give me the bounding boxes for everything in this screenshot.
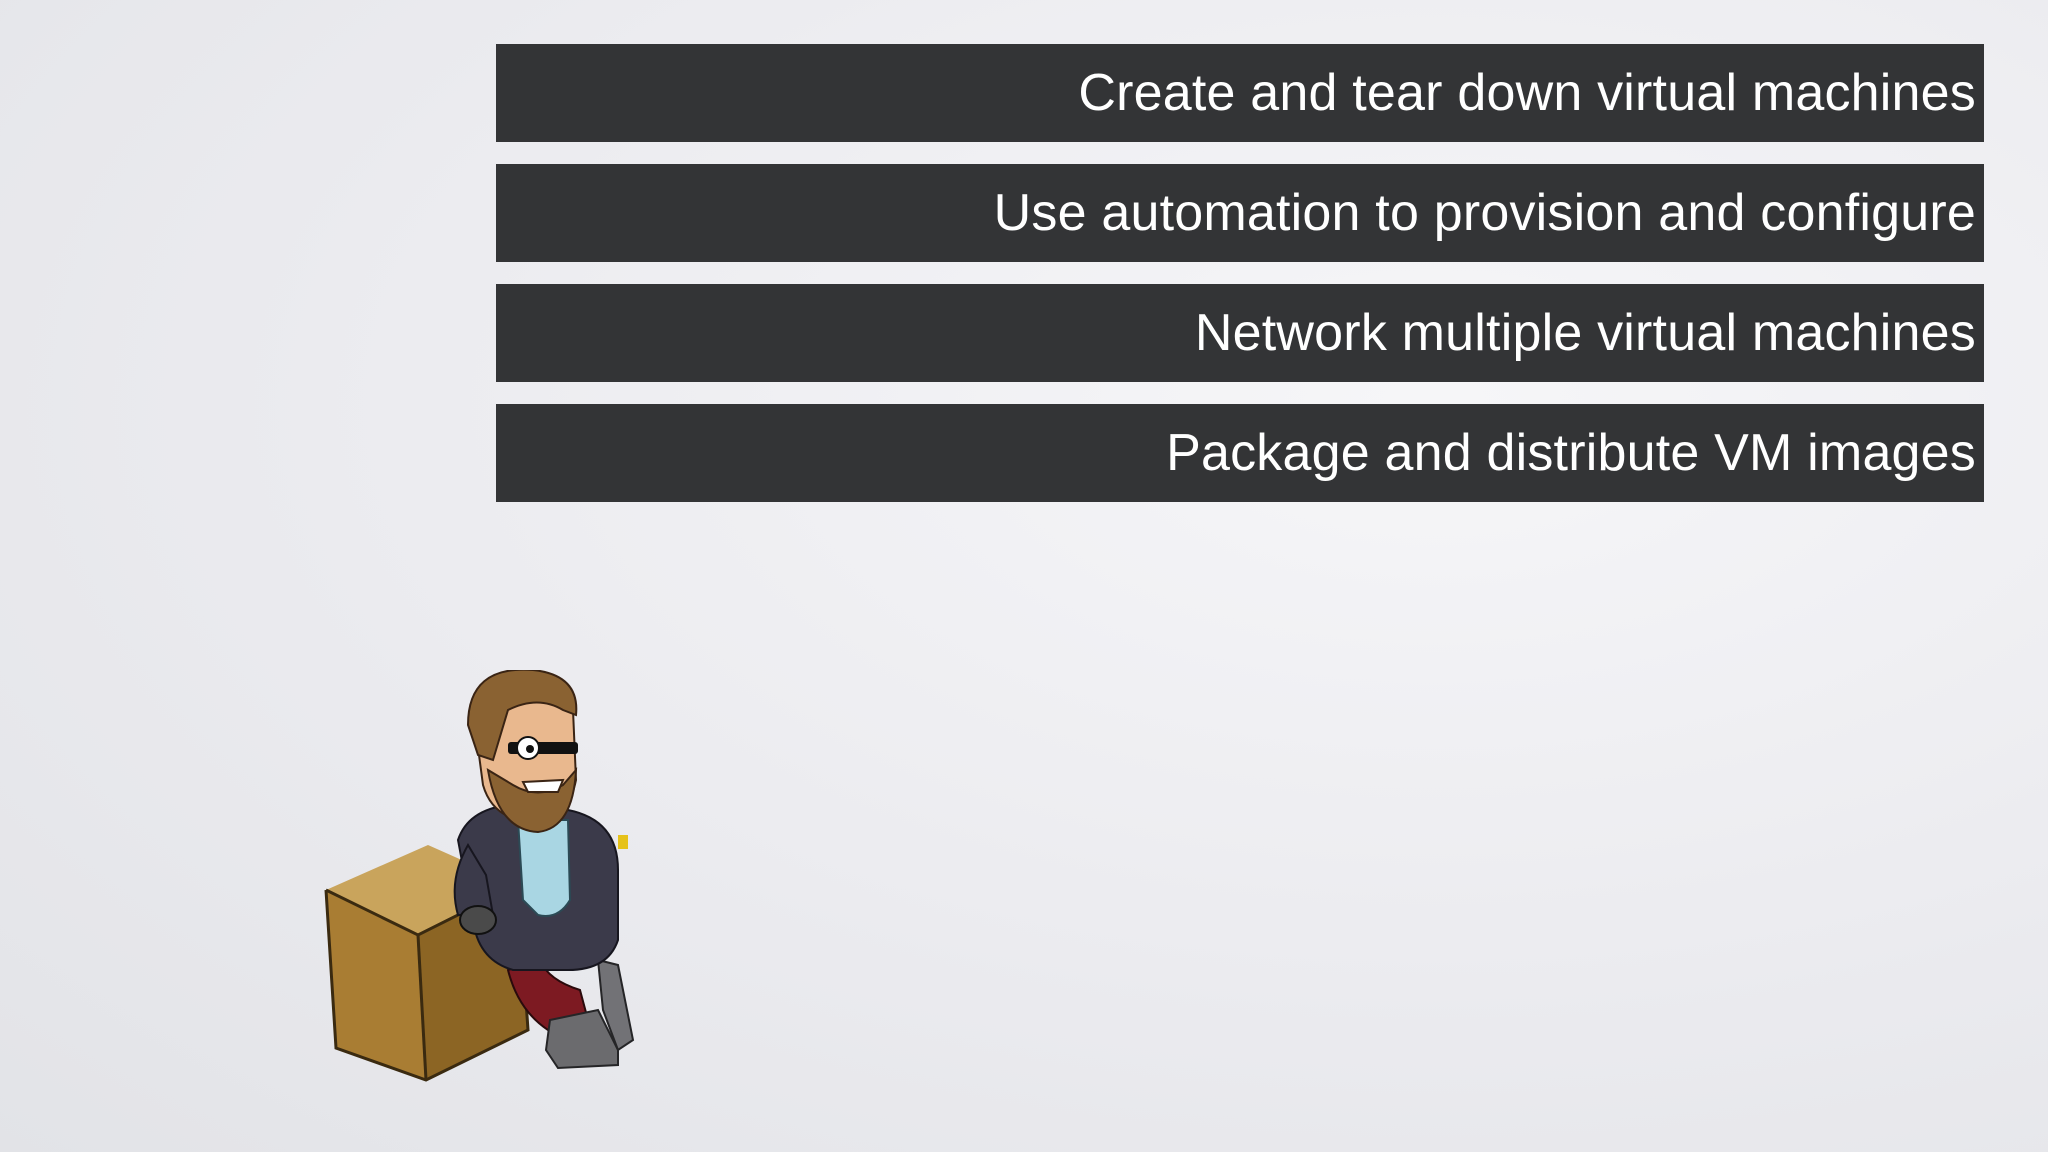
feature-item-network: Network multiple virtual machines (496, 284, 1984, 382)
feature-item-create: Create and tear down virtual machines (496, 44, 1984, 142)
feature-item-automation: Use automation to provision and configur… (496, 164, 1984, 262)
feature-label: Package and distribute VM images (1166, 424, 1976, 482)
vagrant-mascot-icon (324, 670, 635, 1082)
feature-label: Use automation to provision and configur… (993, 184, 1976, 242)
feature-item-package: Package and distribute VM images (496, 404, 1984, 502)
feature-label: Network multiple virtual machines (1194, 304, 1976, 362)
feature-list: Create and tear down virtual machines Us… (496, 44, 1984, 524)
feature-label: Create and tear down virtual machines (1078, 64, 1976, 122)
